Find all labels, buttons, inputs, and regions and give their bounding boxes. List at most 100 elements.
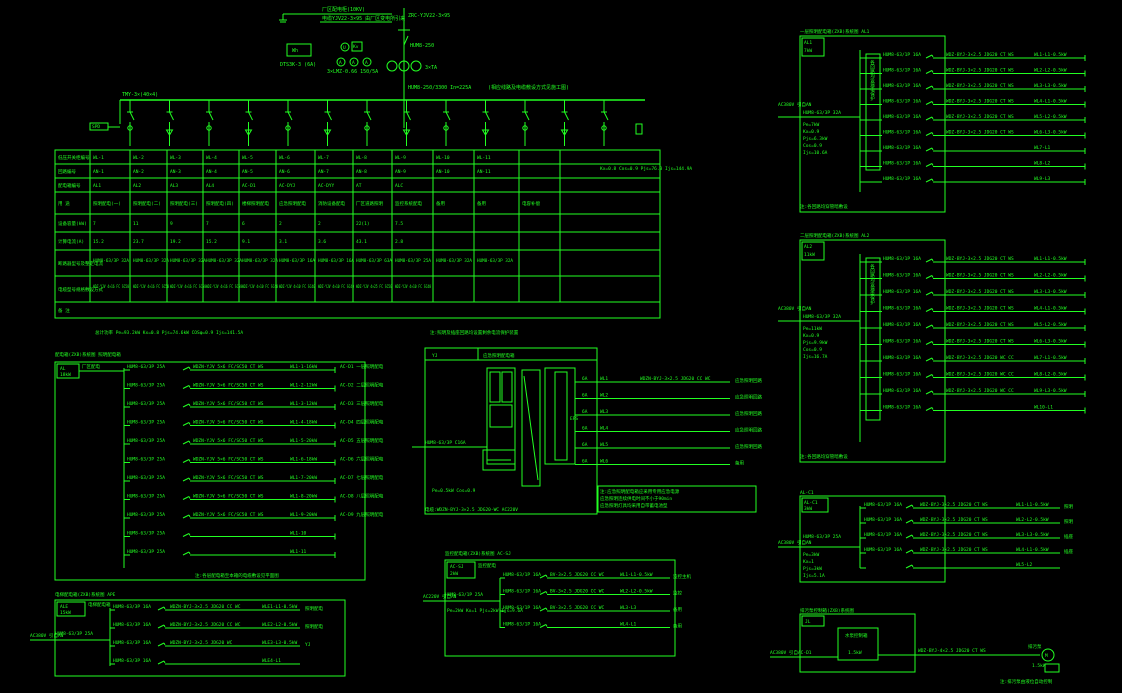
circuit-breaker-label: HUM8-63/3P 25A [127, 512, 165, 518]
table-cell: 9 [170, 221, 173, 227]
panel-title: 电梯配电箱(ZXB)系统图 APE [55, 591, 116, 598]
circuit-no: WL1-4-18kW [290, 420, 317, 426]
breaker-contact [925, 147, 933, 152]
circuit-cable: WDZN-YJV 5×6 FC/SC50 CT WS [193, 420, 264, 426]
panel-box [799, 35, 946, 213]
breaker-contact [157, 660, 165, 665]
circuit-cable: BV-3×2.5 JDG20 CC WC [550, 572, 604, 578]
table-cell: 照明配电(三) [170, 200, 198, 207]
circuit-breaker-label: HUM8-63/1P 16A [883, 339, 921, 345]
feeder-switch [129, 111, 135, 121]
table-cell: WL-1 [93, 155, 104, 161]
panel-main: HUM8-63/3P 32A [803, 110, 841, 116]
table-cell: 2 [318, 221, 321, 227]
circuit-cable: WDZ-BYJ-3×2.5 JDG20 CT WS [946, 99, 1014, 105]
circuit-breaker-label: HUM8-63/3P 25A [127, 420, 165, 426]
ct-symbol [443, 125, 449, 131]
table-cell: HUM8-63/3P 32A [93, 258, 129, 264]
panel-kw: 2kW [450, 571, 458, 577]
circuit-no: WL1-1-16kW [290, 364, 317, 370]
table-row-header: 低压开关柜编号 [58, 154, 90, 161]
breaker-contact [925, 85, 933, 90]
table-cell: HUM8-63/3P 16A [279, 258, 315, 264]
circuit-breaker-label: HUM8-63/1P 16A [883, 405, 921, 411]
circuit-rating: 6A [582, 459, 588, 465]
breaker-contact [925, 341, 933, 345]
table-row-header: 用 途 [58, 200, 70, 207]
breaker-contact [925, 258, 933, 263]
panel-inner: 监控配电 [478, 562, 496, 569]
circuit-cable: WDZ-BYJ-3×2.5 JDG20 CT WS [920, 502, 988, 508]
circuit-breaker-label: HUM8-63/1P 16A [864, 517, 902, 523]
panel-param: Kx=0.9 [803, 129, 820, 135]
feeder-switch [327, 111, 332, 121]
circuit-no: WL1-8-20kW [290, 494, 317, 500]
breaker-contact [182, 514, 190, 519]
feeder-switch [445, 111, 451, 121]
circuit-cable: WDZN-YJV 5×6 FC/SC50 CT WS [193, 401, 264, 407]
panel-right-al2: 二层照明配电箱(ZXB)系统图 AL2AL211kW各回路均设漏电保护AC380… [778, 232, 1086, 463]
circuit-cable: WDZN-BYJ-3×2.5 JDG20 WC [170, 640, 233, 646]
table-cell: AN-8 [356, 169, 367, 175]
breaker-contact [925, 54, 933, 59]
table-cell: 7.5 [395, 221, 403, 227]
circuit-dest: 照明 [1064, 519, 1073, 525]
panel-inner: 厂区配电 [82, 363, 100, 370]
feeder-switch [603, 111, 609, 121]
circuit-rating: 6A [582, 442, 588, 448]
breaker-contact [925, 70, 933, 74]
circuit-dest: 备用 [735, 460, 744, 467]
circuit-cable: BV-3×2.5 JDG20 CC WC [550, 605, 604, 611]
circuit-breaker-label: HUM8-63/1P 16A [503, 589, 541, 595]
circuit-cable: WDZ-BYJ-3×2.5 JDG20 CT WS [946, 306, 1014, 312]
breaker-contact [539, 624, 547, 628]
panel-title: 监控配电箱(ZXB)系统图 AC-SJ [445, 550, 511, 557]
panel-title: 应急照明配电箱 [483, 352, 515, 359]
breaker-contact [539, 574, 547, 579]
panel-param: Cos=0.9 [803, 347, 822, 353]
ct-symbol [206, 125, 212, 131]
circuit-dest: 插座 [1064, 533, 1073, 540]
circuit-breaker-label: HUM8-63/1P 16A [883, 273, 921, 279]
panel-box [799, 613, 916, 673]
table-cell: HUM8-63/3P 32A [133, 258, 169, 264]
circuit-cable: WDZ-BYJ-3×2.5 JDG20 WC CC [946, 355, 1014, 361]
circuit-no: WL7-L1-0.5kW [1034, 355, 1067, 361]
panel-kw: 1.5kW [848, 650, 862, 656]
circuit-no: WL4-L1-0.5kW [1034, 99, 1067, 105]
panel-id: AL1 [804, 40, 812, 46]
circuit-dest: AC-D9 九层照明配电 [340, 511, 384, 518]
panel-box [54, 599, 346, 677]
breaker-contact [925, 178, 933, 183]
panel-note: 注:应急照明配电箱应采用专用应急电源 [600, 488, 680, 495]
panel-param: Ijs=10.6A [803, 150, 828, 156]
circuit-no: WL2-L2-0.5kW [1034, 68, 1067, 74]
circuit-no: WL1-L1-0.5kW [1016, 502, 1049, 508]
panel-inner: 电梯配电箱 [88, 601, 111, 608]
panel-kw: 15kW [60, 610, 71, 616]
table-cell: WL-6 [279, 155, 290, 161]
circuit-breaker-label: HUM8-63/1P 16A [883, 322, 921, 328]
panel-inner: 水泵控制箱 [845, 632, 868, 639]
feeder-switch [564, 111, 569, 121]
eps-label: EPS [570, 416, 578, 422]
fuse-symbol [481, 129, 490, 136]
circuit-cable: WDZ-BYJ-3×2.5 JDG20 CT WS [946, 289, 1014, 295]
table-cell: 11 [133, 221, 139, 227]
eps-unit [486, 367, 516, 465]
circuit-no: WL5 [600, 442, 608, 448]
panel-param: Ijs=5.1A [803, 573, 825, 579]
circuit-dest: 照明配电 [305, 623, 323, 630]
table-cell: HUM8-63/3P 25A [395, 258, 431, 264]
incoming-note: (相应线路及电缆敷设方式见施工图) [488, 84, 569, 91]
table-cell: AN-4 [206, 169, 217, 175]
circuit-no: WL1-3-12kW [290, 401, 317, 407]
circuit-breaker-label: HUM8-63/3P 25A [127, 364, 165, 370]
table-cell: WL-10 [436, 155, 450, 161]
circuit-dest: 应急照明回路 [735, 410, 762, 417]
table-cell: AL3 [170, 183, 178, 189]
table-cell: 照明配电(二) [133, 200, 161, 207]
circuit-cable: WDZN-YJV 5×6 FC/SC50 CT WS [193, 383, 264, 389]
breaker-contact [925, 291, 933, 296]
table-cell: 监控系统配电 [395, 200, 422, 207]
